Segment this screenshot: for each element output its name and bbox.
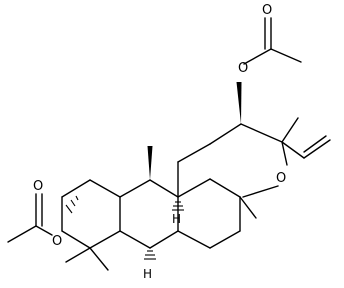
atom-o-acetate-top-ester: O — [238, 61, 248, 76]
bond — [89, 179, 121, 198]
bond — [177, 230, 211, 249]
atom-o-ring: O — [276, 171, 286, 186]
bond — [89, 247, 109, 271]
bond — [270, 48, 302, 63]
bond — [89, 230, 121, 249]
bond — [35, 225, 53, 236]
bond — [177, 178, 211, 198]
bond — [149, 179, 179, 198]
bond — [209, 178, 241, 198]
bond — [303, 139, 331, 159]
wedge-bond — [147, 146, 153, 180]
atom-h-upper: H — [172, 212, 181, 226]
bond — [242, 185, 279, 198]
bond — [61, 230, 91, 249]
bond — [281, 141, 305, 159]
atom-o-acetate-left-carbonyl: O — [33, 179, 43, 194]
bond — [209, 230, 241, 249]
atom-o-acetate-top-carbonyl: O — [262, 3, 272, 18]
bond — [65, 247, 91, 263]
bond — [243, 48, 272, 65]
bond — [149, 230, 179, 249]
bond — [240, 123, 283, 143]
bond — [209, 123, 242, 145]
bond — [281, 141, 288, 166]
bond — [7, 225, 37, 243]
bond — [119, 230, 151, 249]
wedge-bond — [236, 82, 242, 124]
atom-h-lower: H — [143, 267, 152, 281]
bond — [119, 179, 151, 198]
bond — [303, 135, 327, 153]
atom-o-acetate-left-ester: O — [52, 234, 62, 249]
bond — [61, 179, 91, 198]
bond — [239, 196, 257, 219]
hashed-bond — [144, 250, 156, 260]
hashed-bond — [172, 201, 184, 211]
bond — [177, 143, 211, 163]
hashed-bond — [65, 195, 79, 214]
bond — [281, 117, 299, 143]
